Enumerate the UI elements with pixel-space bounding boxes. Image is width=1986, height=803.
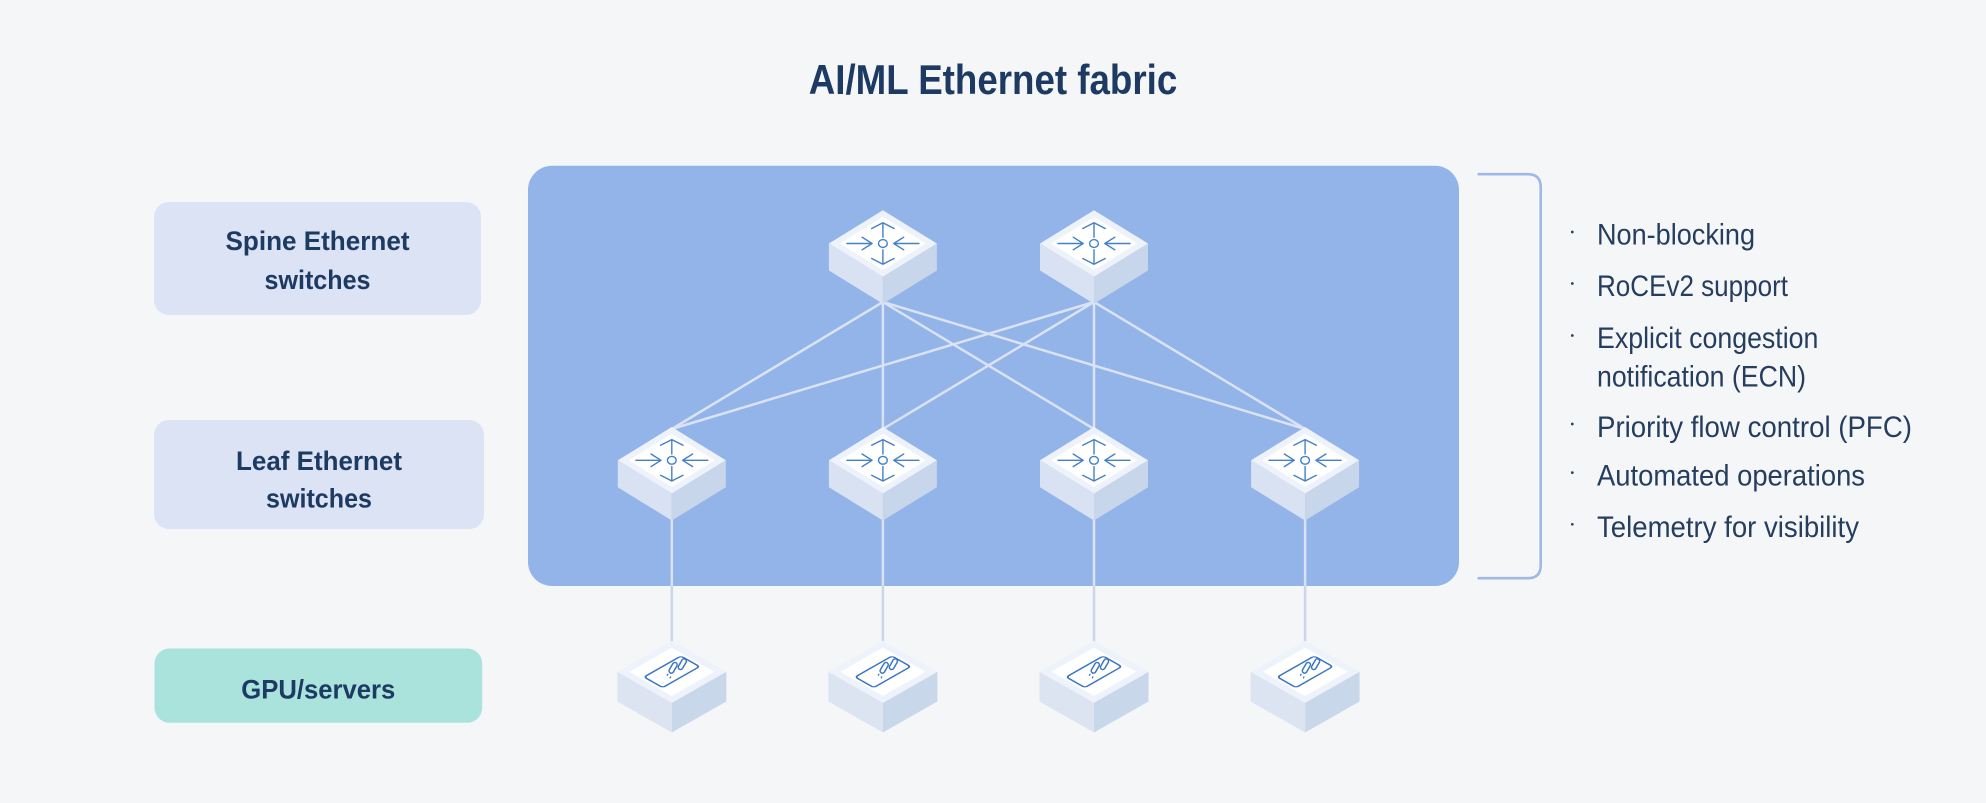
svg-text:Priority flow control (PFC): Priority flow control (PFC) xyxy=(1597,411,1912,444)
svg-text:Leaf Ethernet: Leaf Ethernet xyxy=(236,446,402,476)
svg-text:GPU/servers: GPU/servers xyxy=(241,675,395,705)
svg-text:RoCEv2 support: RoCEv2 support xyxy=(1597,270,1789,303)
svg-text:AI/ML Ethernet fabric: AI/ML Ethernet fabric xyxy=(809,56,1178,103)
svg-text:Automated operations: Automated operations xyxy=(1597,460,1865,493)
svg-text:Spine Ethernet: Spine Ethernet xyxy=(226,226,410,256)
svg-text:Non-blocking: Non-blocking xyxy=(1597,219,1755,252)
svg-text:notification (ECN): notification (ECN) xyxy=(1597,361,1806,394)
svg-text:Explicit congestion: Explicit congestion xyxy=(1597,322,1818,355)
svg-text:switches: switches xyxy=(266,484,372,514)
svg-text:switches: switches xyxy=(265,265,371,295)
svg-text:Telemetry for visibility: Telemetry for visibility xyxy=(1597,511,1859,544)
